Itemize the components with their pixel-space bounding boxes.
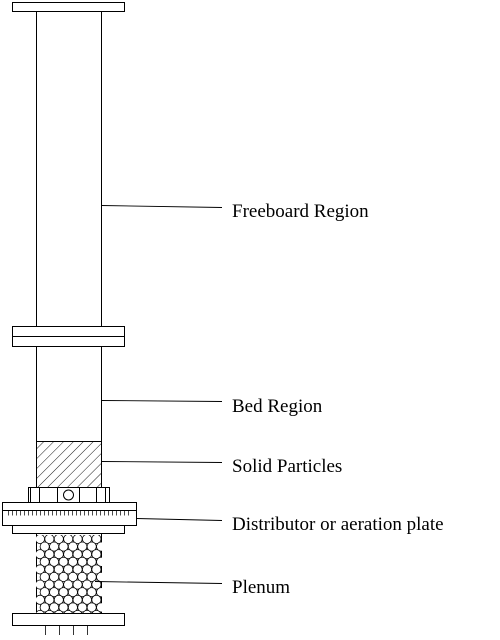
leader-solid-particles [101,461,223,463]
label-bed-region: Bed Region [232,396,323,417]
label-freeboard-region: Freeboard Region [232,201,369,222]
inlet-pipes [45,625,88,635]
leader-freeboard [101,205,223,208]
leader-lines [94,205,223,584]
label-solid-particles: Solid Particles [232,456,343,477]
top-flange [12,2,125,12]
bottom-flange [12,613,125,626]
solid-particles-bed [36,441,102,488]
leader-distributor [136,518,223,521]
middle-flange [12,326,125,347]
label-plenum: Plenum [232,577,291,598]
distributor-assembly [28,487,110,503]
distributor-plate [2,502,137,534]
leader-plenum [94,581,223,584]
freeboard-tube [36,11,102,327]
leader-bed [101,400,223,402]
plenum-packing [36,535,102,613]
label-distributor-plate: Distributor or aeration plate [232,514,444,535]
